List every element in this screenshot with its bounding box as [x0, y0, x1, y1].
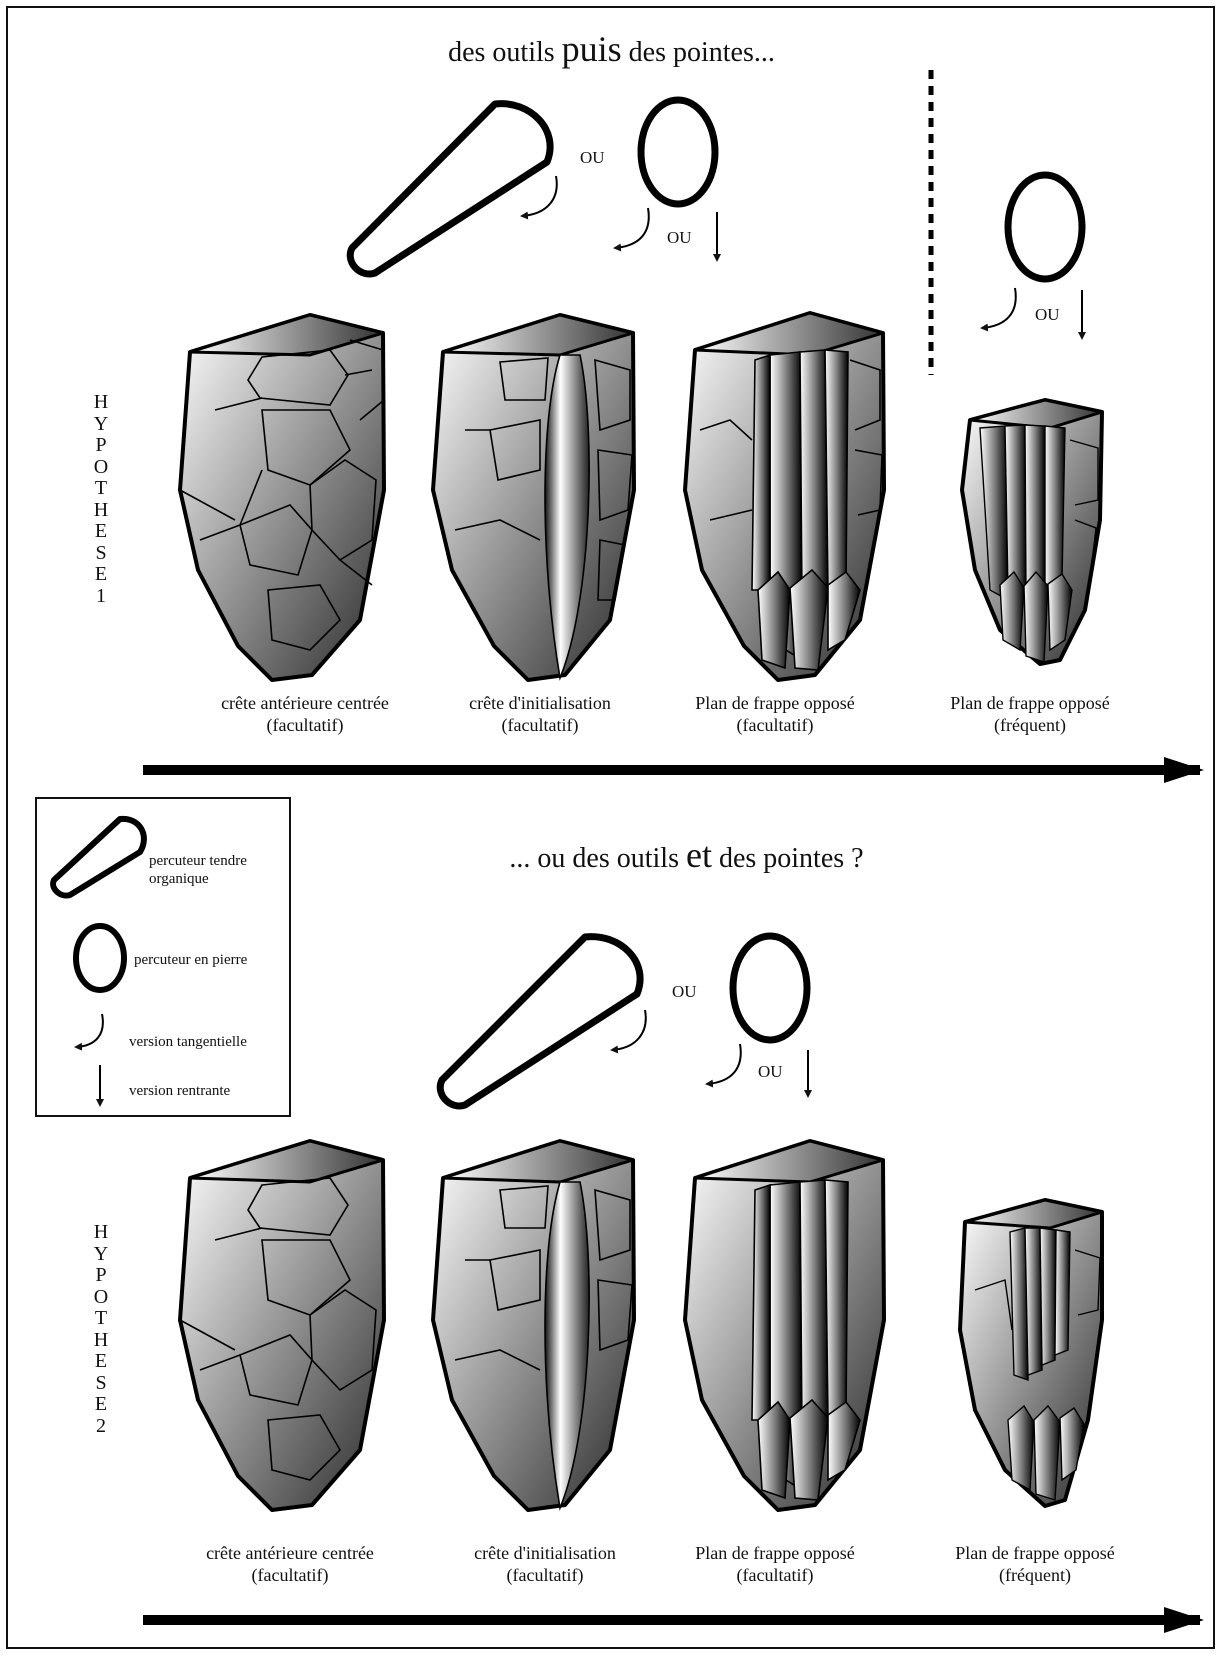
ou-label: OU [1035, 305, 1060, 325]
caption-line: (facultatif) [440, 1564, 650, 1586]
caption-line: Plan de frappe opposé [670, 1542, 880, 1564]
letter: P [91, 435, 111, 457]
legend-label: organique [149, 870, 247, 888]
ou-label: OU [667, 228, 692, 248]
legend-box: percuteur tendre organique percuteur en … [35, 797, 291, 1117]
letter: H [91, 1222, 111, 1244]
caption: Plan de frappe opposé (fréquent) [930, 1542, 1140, 1586]
tangential-arrow-icon [982, 288, 1016, 328]
caption-line: (fréquent) [925, 714, 1135, 736]
ou-label: OU [672, 982, 697, 1002]
core-icon [180, 315, 384, 680]
title-pre: des outils [448, 37, 562, 68]
stone-hammer-icon [733, 936, 807, 1040]
legend-stone-hammer: percuteur en pierre [134, 951, 247, 969]
letter: O [91, 1287, 111, 1309]
title-pre: ... ou des outils [509, 843, 686, 874]
core-icon [685, 1141, 884, 1510]
legend-tangential: version tangentielle [129, 1033, 247, 1051]
caption-line: (fréquent) [930, 1564, 1140, 1586]
core-icon [433, 315, 634, 680]
letter: E [91, 564, 111, 586]
caption: crête d'initialisation (facultatif) [440, 692, 640, 736]
letter: T [91, 478, 111, 500]
caption-line: (facultatif) [170, 1564, 410, 1586]
letter: T [91, 1308, 111, 1330]
letter: E [91, 1351, 111, 1373]
ou-label: OU [580, 148, 605, 168]
caption: Plan de frappe opposé (facultatif) [670, 1542, 880, 1586]
caption: Plan de frappe opposé (fréquent) [925, 692, 1135, 736]
tangential-arrow-icon [707, 1044, 741, 1084]
letter: O [91, 457, 111, 479]
core-icon [180, 1141, 384, 1510]
letter: Y [91, 414, 111, 436]
stone-hammer-icon [1008, 175, 1082, 279]
caption: crête antérieure centrée (facultatif) [185, 692, 425, 736]
tangential-arrow-icon [615, 208, 649, 248]
core-icon [960, 1200, 1102, 1506]
letter: 1 [91, 586, 111, 608]
letter: P [91, 1265, 111, 1287]
letter: E [91, 1394, 111, 1416]
caption-line: (facultatif) [440, 714, 640, 736]
caption-line: crête antérieure centrée [185, 692, 425, 714]
caption: Plan de frappe opposé (facultatif) [670, 692, 880, 736]
legend-soft-hammer: percuteur tendre organique [149, 852, 247, 888]
caption-line: (facultatif) [670, 1564, 880, 1586]
caption-line: crête d'initialisation [440, 1542, 650, 1564]
legend-entering: version rentrante [129, 1082, 230, 1100]
title-post: des pointes... [622, 37, 775, 68]
letter: Y [91, 1244, 111, 1266]
tangential-arrow-icon [612, 1010, 646, 1050]
letter: H [91, 500, 111, 522]
core-icon [962, 400, 1102, 664]
title-emph: puis [562, 29, 622, 69]
caption-line: crête antérieure centrée [170, 1542, 410, 1564]
letter: H [91, 1330, 111, 1352]
core-icon [433, 1141, 634, 1510]
letter: H [91, 392, 111, 414]
stone-hammer-icon [641, 100, 715, 204]
title-post: des pointes ? [712, 843, 864, 874]
legend-label: percuteur tendre [149, 852, 247, 870]
caption-line: (facultatif) [670, 714, 880, 736]
title-emph: et [686, 835, 712, 875]
title-hypothesis-2: ... ou des outils et des pointes ? [150, 834, 1223, 876]
tangential-arrow-icon [522, 176, 557, 216]
caption-line: crête d'initialisation [440, 692, 640, 714]
ou-label: OU [758, 1062, 783, 1082]
letter: S [91, 543, 111, 565]
core-icon [685, 313, 884, 680]
caption: crête d'initialisation (facultatif) [440, 1542, 650, 1586]
soft-hammer-icon [350, 104, 550, 274]
letter: E [91, 521, 111, 543]
caption-line: Plan de frappe opposé [670, 692, 880, 714]
caption-line: Plan de frappe opposé [925, 692, 1135, 714]
caption-line: (facultatif) [185, 714, 425, 736]
title-hypothesis-1: des outils puis des pointes... [0, 28, 1223, 70]
caption-line: Plan de frappe opposé [930, 1542, 1140, 1564]
hypothesis-2-label: H Y P O T H E S E 2 [91, 1222, 111, 1437]
hypothesis-1-label: H Y P O T H E S E 1 [91, 392, 111, 607]
caption: crête antérieure centrée (facultatif) [170, 1542, 410, 1586]
letter: S [91, 1373, 111, 1395]
soft-hammer-icon [440, 937, 640, 1106]
letter: 2 [91, 1416, 111, 1438]
